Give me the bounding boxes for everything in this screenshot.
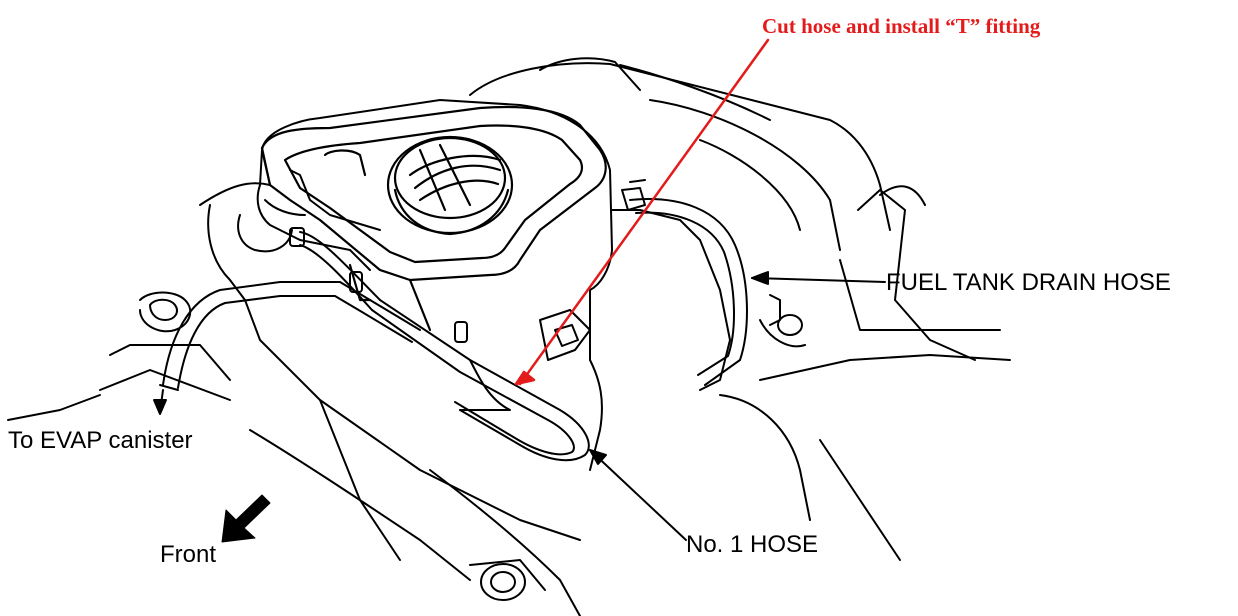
left-bracket bbox=[7, 291, 231, 421]
clamps bbox=[289, 227, 806, 361]
fuel-tank-body bbox=[199, 99, 731, 616]
label-front: Front bbox=[160, 541, 217, 568]
cut-hose-callout: Cut hose and install “T” fitting bbox=[762, 14, 1041, 38]
leader-arrows bbox=[153, 271, 886, 541]
drain-hose-arrowhead bbox=[751, 271, 769, 285]
filler-tray bbox=[260, 105, 607, 332]
bottom-bolt bbox=[469, 559, 546, 601]
evap-arrowhead bbox=[153, 399, 167, 415]
label-fuel-tank-drain-hose: FUEL TANK DRAIN HOSE bbox=[886, 271, 1171, 295]
hoses bbox=[159, 179, 748, 462]
cut-callout-line bbox=[514, 38, 770, 386]
engine-housing bbox=[469, 57, 1011, 561]
label-no1-hose: No. 1 HOSE bbox=[686, 531, 819, 558]
no1-hose-arrowhead bbox=[589, 449, 607, 465]
label-to-evap-canister: To EVAP canister bbox=[8, 427, 193, 454]
fuel-cap bbox=[386, 135, 514, 236]
front-arrow-icon bbox=[221, 494, 271, 543]
drain-hose-leader bbox=[751, 277, 886, 283]
no1-hose-leader bbox=[589, 449, 687, 541]
